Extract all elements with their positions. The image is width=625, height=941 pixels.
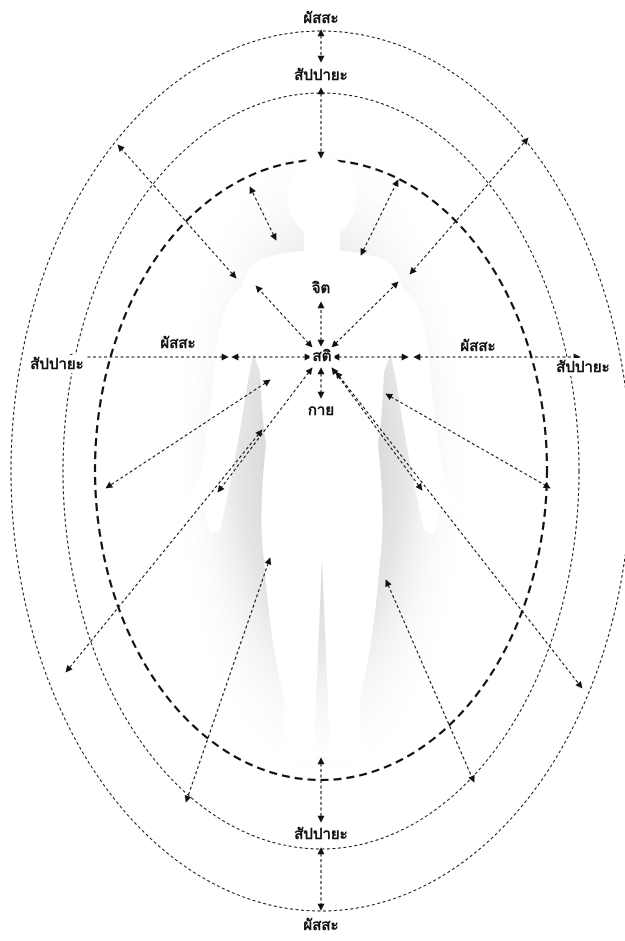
label-bottom-outer-phassa: ผัสสะ — [300, 916, 341, 934]
label-right-outer-sappaya: สัปปายะ — [553, 358, 612, 376]
label-top-inner-sappaya: สัปปายะ — [291, 66, 350, 84]
label-bottom-inner-sappaya: สัปปายะ — [291, 825, 350, 843]
label-left-outer-sappaya: สัปปายะ — [27, 355, 86, 373]
label-body-kai: กาย — [305, 401, 337, 419]
label-top-outer-phassa: ผัสสะ — [300, 9, 341, 27]
label-center-sati: สติ — [310, 347, 335, 365]
label-left-inner-phassa: ผัสสะ — [157, 334, 198, 352]
label-right-inner-phassa: ผัสสะ — [457, 337, 498, 355]
label-mind-chit: จิต — [309, 279, 334, 297]
